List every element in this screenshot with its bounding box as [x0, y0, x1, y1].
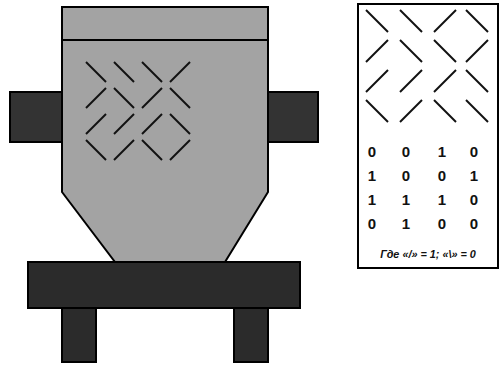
- table-cell: 0: [470, 191, 478, 209]
- leg: [62, 306, 96, 362]
- table-cell: 1: [402, 215, 410, 233]
- table-cell: 1: [402, 191, 410, 209]
- table-cell: 1: [368, 191, 376, 209]
- table-cell: 0: [368, 143, 376, 161]
- key-ground: [357, 3, 499, 269]
- key-caption: Где «/» = 1; «\» = 0: [359, 247, 497, 261]
- table-cell: 0: [470, 215, 478, 233]
- table-cell: 0: [470, 143, 478, 161]
- table-cell: 0: [402, 167, 410, 185]
- slash-pattern: [86, 62, 190, 160]
- hopper-lid: [62, 7, 268, 40]
- slash-key: [366, 10, 488, 122]
- side-block: [268, 92, 318, 142]
- table-cell: 1: [438, 191, 446, 209]
- table-cell: 1: [438, 143, 446, 161]
- side-block: [10, 92, 62, 142]
- table-cell: 0: [438, 215, 446, 233]
- table-cell: 0: [438, 167, 446, 185]
- hopper-body: [62, 40, 268, 262]
- table-cell: 1: [368, 167, 376, 185]
- table-cell: 0: [368, 215, 376, 233]
- table-cell: 0: [402, 143, 410, 161]
- key-box: 0 0 1 0 1 0 0 1 1 1 1 0 0 1 0 0Где «/» = 1; «\» = 0: [357, 3, 499, 269]
- table-cell: 1: [470, 167, 478, 185]
- machine-base: [28, 262, 300, 308]
- leg: [234, 306, 268, 362]
